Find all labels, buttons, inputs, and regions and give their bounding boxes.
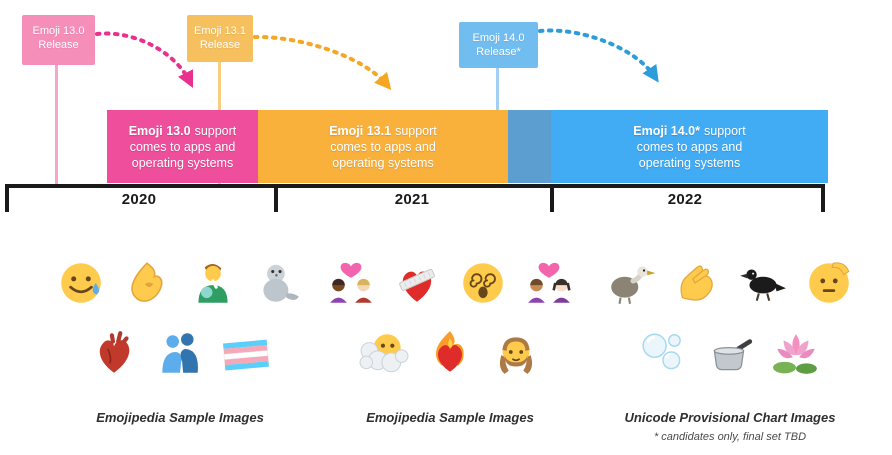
emoji-row bbox=[87, 326, 273, 380]
release-marker-subtitle: Release bbox=[199, 39, 241, 51]
emoji-people-hugging bbox=[153, 326, 207, 380]
group-caption: Unicode Provisional Chart Images bbox=[624, 410, 836, 425]
emoji-seal bbox=[252, 256, 306, 310]
emoji-row bbox=[324, 256, 576, 310]
timeline-axis bbox=[5, 184, 825, 188]
release-marker-title: Emoji 14.0 bbox=[472, 32, 525, 44]
support-bar-line2: comes to apps and bbox=[330, 139, 436, 154]
release-arrow-emoji-13-0 bbox=[95, 31, 194, 89]
emoji-smiling-face-with-tear bbox=[54, 256, 108, 310]
support-bar-version: Emoji 13.1 bbox=[329, 123, 392, 138]
emoji-saluting-face bbox=[802, 256, 856, 310]
year-label-2021: 2021 bbox=[394, 191, 430, 208]
emoji-lotus bbox=[769, 326, 823, 380]
emoji-saucepan bbox=[703, 326, 757, 380]
release-marker-subtitle: Release bbox=[38, 39, 79, 51]
timeline-tick-3 bbox=[821, 184, 825, 212]
emoji-mending-heart bbox=[390, 256, 444, 310]
group-caption: Emojipedia Sample Images bbox=[96, 410, 264, 425]
emoji-face-with-spiral-eyes bbox=[456, 256, 510, 310]
support-bar-line3: operating systems bbox=[638, 155, 741, 170]
emoji-row bbox=[54, 256, 306, 310]
release-stem-emoji-13-0 bbox=[55, 64, 58, 186]
emoji-bubbles bbox=[637, 326, 691, 380]
group-footnote: * candidates only, final set TBD bbox=[653, 431, 807, 443]
support-bar-lead-in-segment bbox=[508, 110, 551, 183]
timeline-tick-0 bbox=[5, 184, 9, 212]
support-bar-version: Emoji 13.0 bbox=[128, 123, 191, 138]
support-bar-line2: comes to apps and bbox=[129, 139, 236, 154]
emoji-row bbox=[357, 326, 543, 380]
release-stem-emoji-14-0 bbox=[496, 67, 499, 111]
emoji-couple-with-heart-woman-woman bbox=[522, 256, 576, 310]
support-bar-line1-rest: support bbox=[194, 123, 237, 138]
support-bar-line3: operating systems bbox=[332, 155, 434, 170]
emoji-row bbox=[637, 326, 823, 380]
timeline-tick-2 bbox=[550, 184, 554, 212]
emoji-hand-with-index-finger-and-thumb-crossed bbox=[670, 256, 724, 310]
emoji-couple-with-heart-woman-man bbox=[324, 256, 378, 310]
emoji-row bbox=[604, 256, 856, 310]
emoji-woman-with-beard bbox=[489, 326, 543, 380]
emoji-man-feeding-baby bbox=[186, 256, 240, 310]
support-bar-line3: operating systems bbox=[131, 155, 234, 170]
release-marker-title: Emoji 13.1 bbox=[194, 25, 246, 37]
emoji-face-in-clouds bbox=[357, 326, 411, 380]
emoji-bird bbox=[604, 256, 658, 310]
release-marker-title: Emoji 13.0 bbox=[32, 25, 85, 37]
release-arrow-emoji-13-1 bbox=[253, 34, 392, 91]
emoji-group-2: Emojipedia Sample Images bbox=[310, 256, 590, 425]
emoji-group-3: Unicode Provisional Chart Images * candid… bbox=[590, 256, 870, 443]
support-bar-line2: comes to apps and bbox=[636, 139, 743, 154]
emoji-black-bird bbox=[736, 256, 790, 310]
emoji-pinched-fingers bbox=[120, 256, 174, 310]
emoji-group-1: Emojipedia Sample Images bbox=[40, 256, 320, 425]
year-label-2022: 2022 bbox=[667, 191, 703, 208]
emoji-heart-on-fire bbox=[423, 326, 477, 380]
support-bar-version: Emoji 14.0* bbox=[633, 123, 700, 138]
group-caption: Emojipedia Sample Images bbox=[366, 410, 534, 425]
support-bar-line1-rest: support bbox=[704, 123, 746, 138]
support-bar-line1: Emoji 14.0* support bbox=[551, 123, 828, 139]
emoji-transgender-flag bbox=[219, 326, 273, 380]
support-bar-line1-rest: support bbox=[395, 123, 437, 138]
timeline-tick-1 bbox=[274, 184, 278, 212]
release-marker-subtitle: Release* bbox=[476, 46, 521, 58]
year-label-2020: 2020 bbox=[121, 191, 157, 208]
emoji-anatomical-heart bbox=[87, 326, 141, 380]
release-arrow-emoji-14-0 bbox=[538, 28, 659, 83]
